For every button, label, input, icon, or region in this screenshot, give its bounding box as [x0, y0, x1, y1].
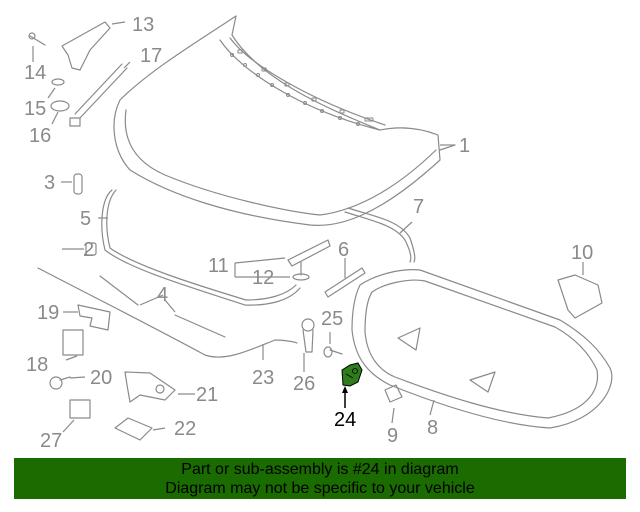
parts-diagram-drawing: [28, 15, 613, 441]
callout-18[interactable]: 18: [26, 354, 49, 376]
callout-13[interactable]: 13: [132, 14, 155, 36]
callout-21[interactable]: 21: [196, 384, 219, 406]
callout-3[interactable]: 3: [44, 172, 56, 194]
callout-22[interactable]: 22: [174, 418, 197, 440]
callout-10[interactable]: 10: [571, 242, 594, 264]
part-notice-banner: Part or sub-assembly is #24 in diagram D…: [14, 458, 626, 499]
banner-disclaimer-line: Diagram may not be specific to your vehi…: [165, 480, 475, 497]
callout-24[interactable]: 24: [334, 409, 357, 431]
parts-diagram: 1 2 3 4 5 6 7 8 9 10 11 12 13 14 15 16 1…: [24, 14, 613, 452]
callout-16[interactable]: 16: [29, 125, 52, 147]
part-24-highlight[interactable]: [341, 362, 363, 387]
hood-seal-part: [101, 189, 301, 306]
hood-panel-part: [113, 15, 456, 226]
callout-4[interactable]: 4: [157, 284, 169, 306]
callout-25[interactable]: 25: [321, 308, 344, 330]
callout-7[interactable]: 7: [413, 196, 425, 218]
callout-5[interactable]: 5: [80, 208, 92, 230]
callout-15[interactable]: 15: [24, 98, 47, 120]
callout-14[interactable]: 14: [24, 62, 47, 84]
callout-17[interactable]: 17: [140, 45, 163, 67]
hood-insulator-part: [351, 269, 613, 429]
banner-part-line: Part or sub-assembly is #24 in diagram: [181, 461, 459, 478]
callout-1[interactable]: 1: [459, 135, 471, 157]
callout-8[interactable]: 8: [427, 417, 439, 439]
callout-23[interactable]: 23: [252, 367, 275, 389]
leader-lines: [32, 21, 584, 433]
callout-19[interactable]: 19: [37, 302, 60, 324]
callout-27[interactable]: 27: [40, 430, 63, 452]
callout-26[interactable]: 26: [293, 373, 316, 395]
callout-11[interactable]: 11: [208, 255, 229, 277]
callout-12[interactable]: 12: [252, 267, 275, 289]
callout-2[interactable]: 2: [83, 239, 95, 261]
callout-6[interactable]: 6: [338, 239, 350, 261]
callout-20[interactable]: 20: [90, 367, 113, 389]
callout-9[interactable]: 9: [387, 425, 399, 447]
